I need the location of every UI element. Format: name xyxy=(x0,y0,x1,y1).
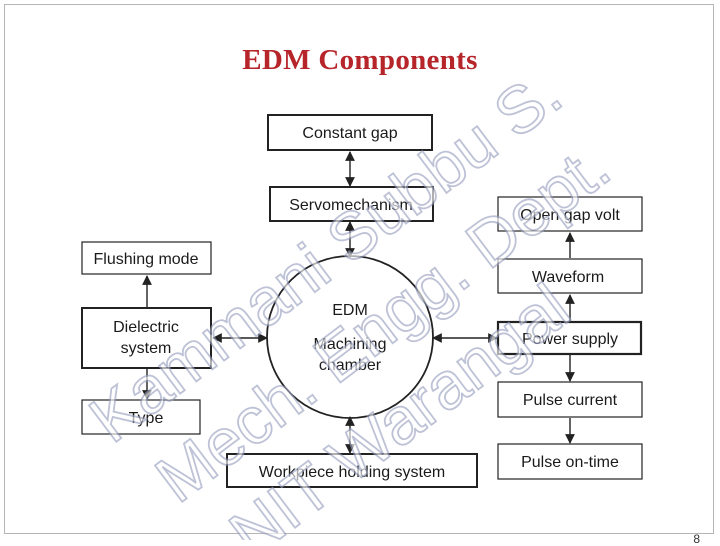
flushing-mode-box xyxy=(81,241,212,275)
power-supply-box xyxy=(496,320,643,356)
chamber-label-2: Machining xyxy=(314,336,387,353)
open-gap-volt-box xyxy=(497,196,643,232)
pulse-current-box xyxy=(497,381,643,418)
pulse-on-time-label: Pulse on-time xyxy=(521,454,619,471)
power-supply-label: Power supply xyxy=(522,331,618,348)
dielectric-label-2: system xyxy=(121,340,172,357)
chamber-label-1: EDM xyxy=(332,302,368,319)
workpiece-box xyxy=(226,453,478,488)
chamber-label-3: chamber xyxy=(319,357,382,374)
type-box xyxy=(81,399,201,435)
dielectric-label-1: Dielectric xyxy=(113,319,179,336)
page-number: 8 xyxy=(693,532,700,546)
waveform-box xyxy=(497,258,643,294)
edm-chamber-circle xyxy=(266,255,434,419)
pulse-current-label: Pulse current xyxy=(523,392,618,409)
servomechanism-label: Servomechanism xyxy=(289,197,413,214)
type-label: Type xyxy=(129,410,164,427)
workpiece-label: Workpiece holding system xyxy=(259,464,445,481)
dielectric-box xyxy=(81,307,212,369)
open-gap-volt-label: Open gap volt xyxy=(520,207,620,224)
pulse-on-time-box xyxy=(497,443,643,480)
connectors xyxy=(142,151,575,454)
waveform-label: Waveform xyxy=(532,269,604,286)
servomechanism-box xyxy=(269,186,434,222)
slide-frame xyxy=(4,4,714,534)
flushing-mode-label: Flushing mode xyxy=(94,251,199,268)
slide-title: EDM Components xyxy=(242,44,478,76)
constant-gap-label: Constant gap xyxy=(302,125,397,142)
constant-gap-box xyxy=(267,114,433,151)
